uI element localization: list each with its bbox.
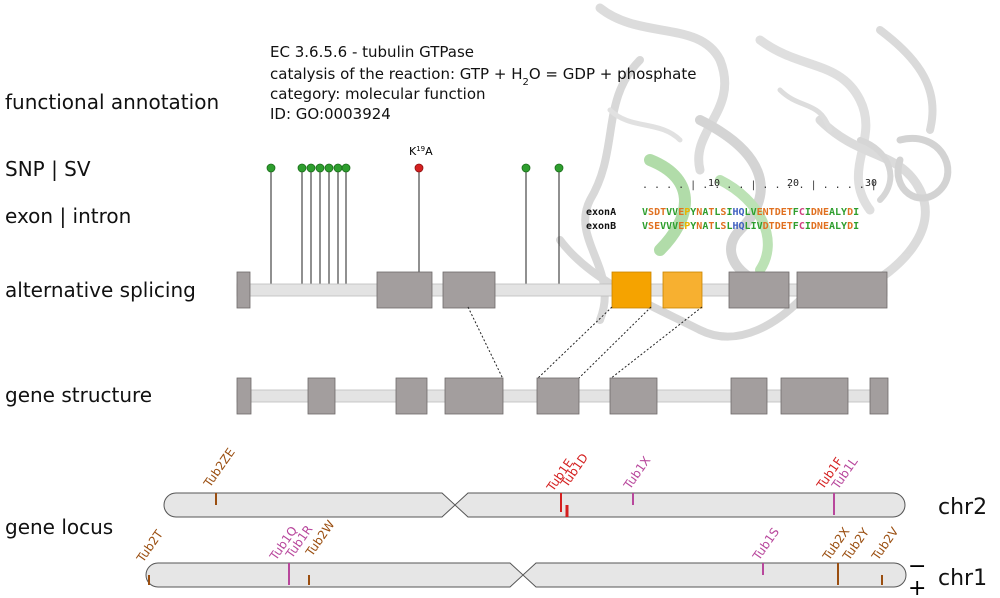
structure-exon: [236, 377, 252, 415]
mutation-marker: [414, 163, 424, 173]
level-label-locus: gene locus: [5, 515, 113, 539]
snp-marker: [333, 163, 343, 173]
structure-exon: [869, 377, 889, 415]
annotation-reaction: catalysis of the reaction: GTP + H2O = G…: [270, 65, 696, 88]
structure-exon: [444, 377, 504, 415]
snp-marker: [341, 163, 351, 173]
level-label-snp: SNP | SV: [5, 157, 91, 181]
snp-marker: [306, 163, 316, 173]
structure-exon: [307, 377, 336, 415]
alignment-tick-10: 10: [708, 178, 720, 189]
strand-minus: −: [908, 554, 926, 579]
sequence-alignment: . . . . | . . . . | . . . . | . . . . | …: [586, 178, 877, 232]
snp-marker: [297, 163, 307, 173]
snp-marker: [315, 163, 325, 173]
level-label-splicing: alternative splicing: [5, 278, 196, 302]
splicing-exon: [442, 271, 496, 309]
splicing-exon: [796, 271, 888, 309]
gene-label: Tub2ZE: [200, 446, 237, 491]
snp-marker: [521, 163, 531, 173]
chromosome-label-chr1: chr1: [938, 566, 987, 591]
structure-exon: [536, 377, 580, 415]
annotation-category: category: molecular function: [270, 85, 486, 103]
structure-exon: [395, 377, 428, 415]
snp-marker: [266, 163, 276, 173]
alignment-sequence-b: VSEVVVEPYNATLSLHQLIVDTDETFCIDNEALYDI: [642, 221, 859, 232]
alternative-exon-b: [662, 271, 703, 309]
functional-annotation-block: EC 3.6.5.6 - tubulin GTPase catalysis of…: [270, 43, 696, 123]
alignment-tick-30: 30: [865, 178, 877, 189]
gene-label: Tub2V: [868, 524, 901, 563]
chromosome-chr1: chr1: [145, 562, 987, 591]
mutation-label: K19A: [409, 145, 433, 158]
splicing-exon: [236, 271, 251, 309]
gene-label: Tub1X: [620, 454, 653, 493]
splicing-exon: [728, 271, 790, 309]
structure-exon: [780, 377, 849, 415]
snp-marker: [554, 163, 564, 173]
alignment-tick-20: 20: [787, 178, 799, 189]
snp-lollipops: [266, 163, 564, 284]
splicing-exon: [376, 271, 433, 309]
snp-marker: [324, 163, 334, 173]
protein-structure-illustration: [556, 3, 952, 341]
chromosome-label-chr2: chr2: [938, 495, 987, 520]
gene-label: Tub2T: [133, 527, 166, 566]
level-label-structure: gene structure: [5, 383, 152, 407]
alternative-exon-a: [611, 271, 652, 309]
alignment-sequence-text: VSDTVVEPYNATLSIHQLVENTDETFCIDNEALYDI: [642, 207, 859, 218]
alignment-row-name-b: exonB: [586, 221, 616, 232]
level-label-functional: functional annotation: [5, 90, 219, 114]
level-label-exon: exon | intron: [5, 204, 131, 228]
alignment-ruler: . . . . | . . . . | . . . . | . . . . |: [642, 180, 877, 191]
exon-mapping-lines: [467, 306, 703, 380]
gene-structure-track: [236, 377, 889, 415]
splicing-track: [236, 271, 888, 309]
strand-plus: +: [908, 576, 926, 598]
structure-exon: [609, 377, 658, 415]
splicing-intron-line: [236, 283, 888, 297]
annotation-go-id: ID: GO:0003924: [270, 105, 391, 123]
annotation-ec: EC 3.6.5.6 - tubulin GTPase: [270, 43, 474, 61]
gene-label: Tub1S: [749, 525, 782, 563]
chromosome-chr2: chr2: [163, 492, 987, 520]
alignment-sequence-text: VSEVVVEPYNATLSLHQLIVDTDETFCIDNEALYDI: [642, 221, 859, 232]
alignment-row-name-a: exonA: [586, 207, 616, 218]
structure-exon: [730, 377, 768, 415]
alignment-sequence-a: VSDTVVEPYNATLSIHQLVENTDETFCIDNEALYDI: [642, 207, 859, 218]
